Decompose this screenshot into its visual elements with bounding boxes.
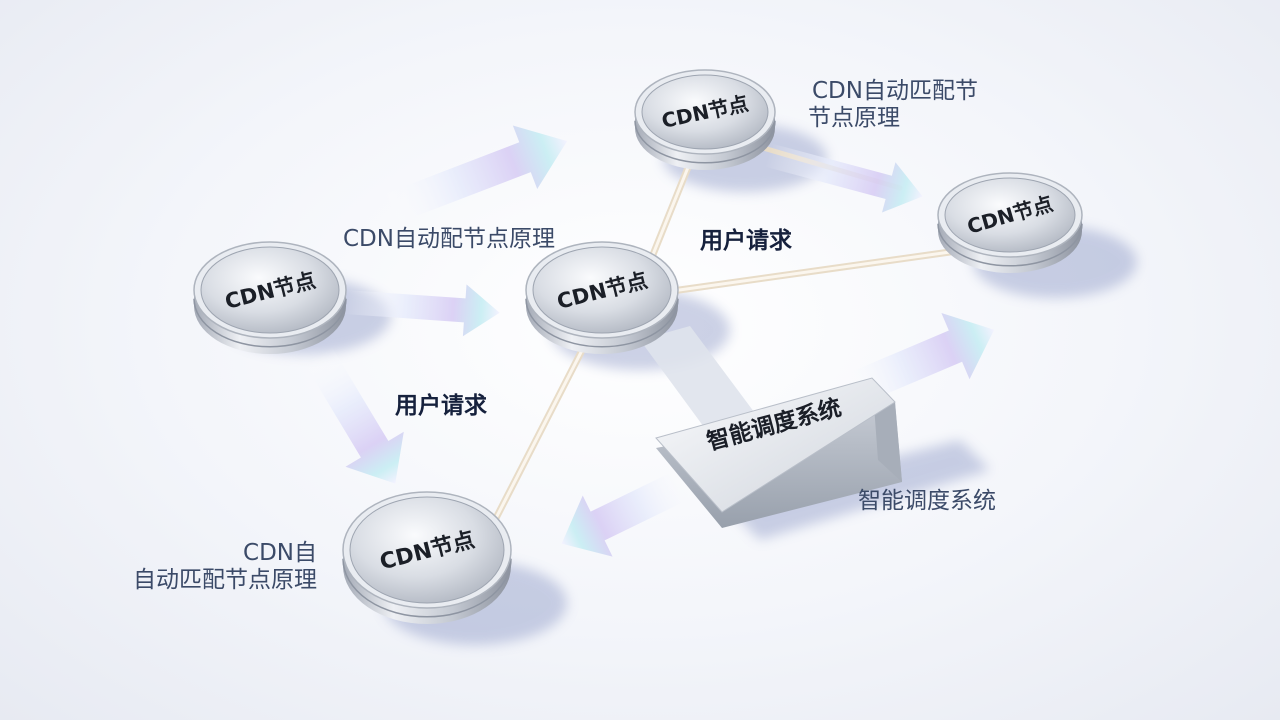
cdn-node-left: CDN节点 bbox=[193, 241, 347, 354]
arrow-top-left bbox=[379, 125, 568, 226]
system-box: 智能调度系统 bbox=[655, 377, 902, 528]
coin-face bbox=[944, 177, 1076, 253]
coin-face bbox=[200, 246, 340, 334]
arrow-left-to-bottom bbox=[304, 346, 404, 484]
connector-lines bbox=[491, 144, 954, 524]
cdn-node-top: CDN节点 bbox=[634, 69, 776, 170]
label-request-upper: 用户请求 bbox=[700, 228, 792, 254]
coin-face bbox=[349, 496, 505, 604]
coin-groove bbox=[193, 298, 347, 348]
label-bottom-left: CDN自 自动匹配节点原理 bbox=[105, 540, 317, 594]
cdn-node-right: CDN节点 bbox=[937, 172, 1083, 273]
arrow-left-to-center bbox=[344, 284, 500, 337]
cdn-node-center: CDN节点 bbox=[525, 241, 679, 354]
label-request-lower: 用户请求 bbox=[395, 393, 487, 419]
label-middle-top: CDN自动配节点原理 bbox=[343, 226, 555, 252]
arrow-top-to-right bbox=[764, 143, 923, 213]
arrow-system-to-bottom bbox=[561, 465, 700, 557]
coin-groove bbox=[525, 298, 679, 348]
label-top-right-line2: 节点原理 bbox=[808, 105, 900, 132]
coin-face bbox=[532, 246, 672, 334]
label-top-right: CDN自动匹配节 节点原理 bbox=[808, 78, 978, 132]
label-bottom-left-line1: CDN自 bbox=[243, 540, 317, 566]
cdn-node-bottom: CDN节点 bbox=[342, 491, 512, 624]
label-bottom-left-line2: 自动匹配节点原理 bbox=[133, 567, 317, 594]
beam-center-to-system bbox=[640, 326, 760, 438]
coin-face bbox=[641, 74, 769, 150]
coin-groove bbox=[634, 120, 776, 164]
label-system-caption: 智能调度系统 bbox=[858, 488, 996, 514]
system-box-top bbox=[655, 377, 896, 513]
label-top-right-line1: CDN自动匹配节 bbox=[812, 78, 978, 104]
coin-groove bbox=[342, 558, 512, 618]
coin-groove bbox=[937, 223, 1083, 267]
cdn-nodes: CDN节点 CDN节点 CDN节点 CDN节点 CDN节点 bbox=[193, 69, 1083, 624]
